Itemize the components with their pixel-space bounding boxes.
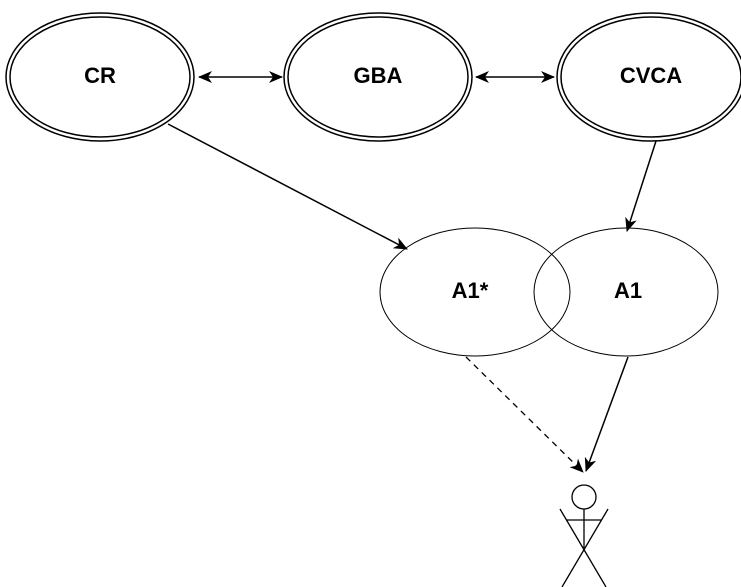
node-a1[interactable]: A1 [533,227,719,357]
node-gba-label: GBA [354,63,403,88]
edge-a1-star-actor [465,356,584,473]
edge-cr-a1-star [167,123,408,250]
node-gba[interactable]: GBA [283,12,473,142]
node-a1-star[interactable]: A1* [379,227,571,357]
node-a1-label: A1 [614,278,642,303]
node-cvca[interactable]: CVCA [556,12,741,142]
user-actor-icon[interactable] [559,484,609,587]
edge-cvca-a1 [625,140,657,232]
node-cr[interactable]: CR [5,12,195,142]
node-a1-star-label: A1* [452,278,489,303]
node-cr-label: CR [84,63,116,88]
edge-a1-actor [584,356,629,472]
node-cvca-label: CVCA [620,63,682,88]
